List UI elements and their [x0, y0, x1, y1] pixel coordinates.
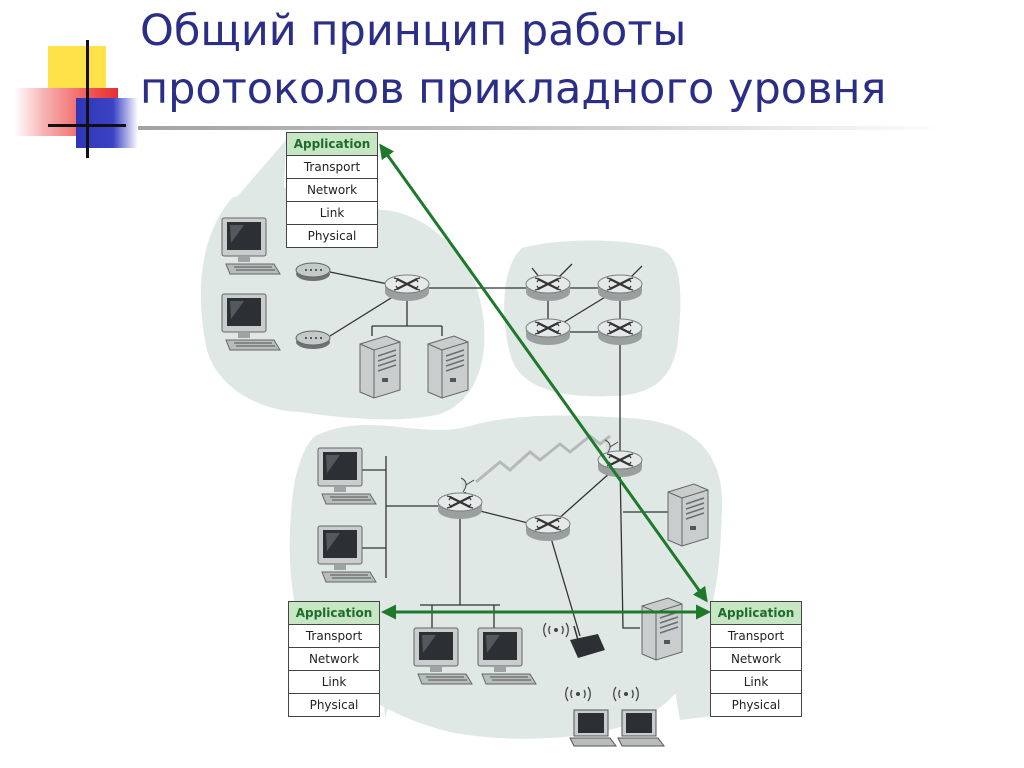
router-icon: [524, 513, 572, 543]
layer-link: Link: [289, 670, 379, 693]
layer-physical: Physical: [289, 693, 379, 716]
layer-transport: Transport: [289, 624, 379, 647]
layer-link: Link: [287, 201, 377, 224]
modem-icon: [295, 262, 331, 282]
slide-title: Общий принцип работы протоколов прикладн…: [140, 2, 1000, 118]
router-icon: [436, 491, 484, 521]
decor-vertical-line: [86, 40, 89, 158]
router-icon: [524, 273, 572, 303]
server-icon: [641, 597, 683, 661]
layer-transport: Transport: [287, 155, 377, 178]
router-icon: [596, 449, 644, 479]
layer-transport: Transport: [711, 624, 801, 647]
router-icon: [596, 273, 644, 303]
modem-icon: [295, 330, 331, 350]
title-line-2: протоколов прикладного уровня: [140, 64, 887, 114]
router-icon: [596, 317, 644, 347]
protocol-stack-bottom-left: Application Transport Network Link Physi…: [288, 601, 380, 717]
arrow-top-to-right: [379, 143, 708, 603]
server-icon: [667, 483, 709, 547]
wireless-access-point-icon: [543, 622, 605, 658]
layer-link: Link: [711, 670, 801, 693]
laptop-icon: [617, 709, 665, 747]
server-icon: [427, 335, 469, 399]
layer-application: Application: [287, 133, 377, 155]
title-divider: [50, 126, 950, 130]
application-communication-arrows: [379, 143, 711, 620]
router-icon: [383, 273, 431, 303]
router-icon: [524, 317, 572, 347]
layer-physical: Physical: [287, 224, 377, 247]
protocol-stack-bottom-right: Application Transport Network Link Physi…: [710, 601, 802, 717]
decor-horizontal-line: [48, 124, 126, 127]
stack-callout-bottom-left: [378, 600, 420, 718]
layer-network: Network: [289, 647, 379, 670]
layer-application: Application: [711, 602, 801, 624]
layer-physical: Physical: [711, 693, 801, 716]
server-icon: [359, 335, 401, 399]
layer-application: Application: [289, 602, 379, 624]
layer-network: Network: [711, 647, 801, 670]
cloud-top-right: [504, 240, 681, 397]
stack-callout-top: [230, 140, 286, 230]
protocol-stack-top: Application Transport Network Link Physi…: [286, 132, 378, 248]
title-line-1: Общий принцип работы: [140, 6, 687, 56]
layer-network: Network: [287, 178, 377, 201]
